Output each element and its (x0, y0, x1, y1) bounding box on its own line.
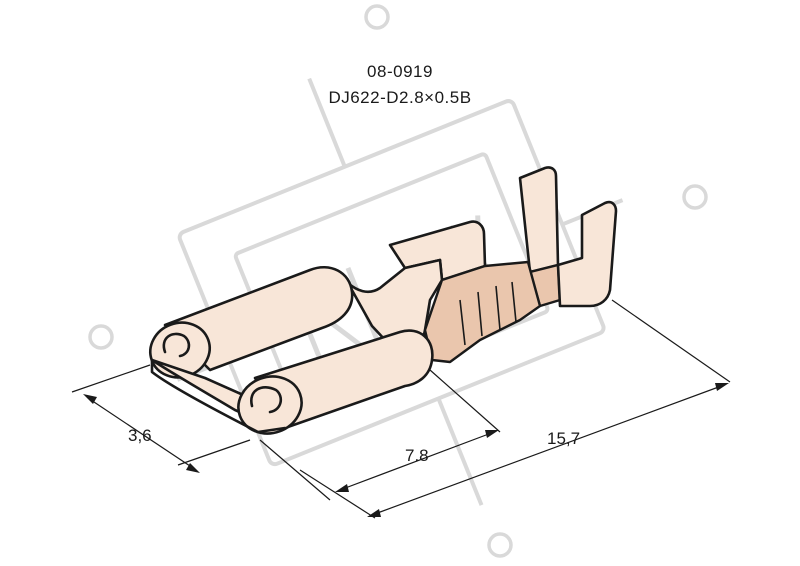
arrow-head (485, 430, 499, 438)
dimension-inner-length: 7.8 (335, 430, 499, 492)
dimension-inner-length-label: 7.8 (405, 446, 429, 465)
arrow-head (715, 383, 729, 391)
arrow-head (367, 509, 381, 517)
model-name: DJ622-D2.8×0.5B (328, 88, 471, 107)
dimension-total-length-label: 15,7 (547, 429, 580, 448)
arrow-head (83, 394, 97, 404)
dimension-width-label: 3,6 (128, 426, 152, 445)
extension-lines (71, 299, 731, 519)
dimension-width: 3,6 (83, 394, 200, 473)
part-number: 08-0919 (367, 62, 433, 81)
dimension-total-length: 15,7 (367, 383, 729, 517)
terminal-part (149, 166, 618, 435)
arrow-head (335, 484, 349, 492)
arrow-head (186, 463, 200, 473)
